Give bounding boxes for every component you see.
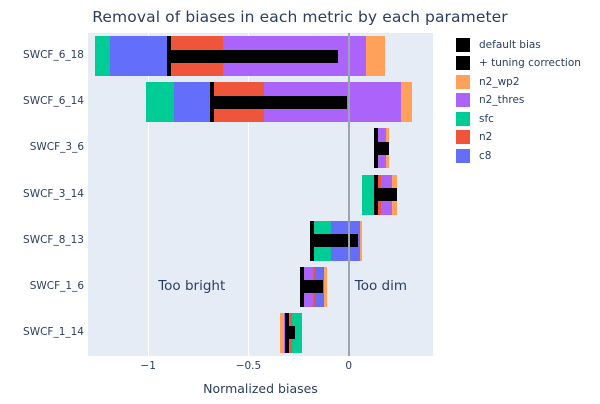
x-gridline	[148, 33, 150, 356]
y-tick-SWCF_6_18: SWCF_6_18	[23, 49, 84, 62]
bar-row	[88, 128, 433, 169]
bar-segment-sfc	[146, 82, 175, 123]
legend-item[interactable]: c8	[456, 147, 596, 165]
zero-line	[347, 33, 350, 356]
legend-swatch-icon	[456, 93, 470, 108]
legend-label: + tuning correction	[479, 57, 581, 70]
x-tick-1: −0.5	[235, 360, 262, 372]
tuning-correction-bar	[286, 326, 295, 340]
bar-row	[88, 220, 433, 261]
legend-item[interactable]: sfc	[456, 110, 596, 128]
bar-segment-sfc	[291, 312, 302, 353]
x-axis-title: Normalized biases	[203, 381, 318, 396]
legend-label: sfc	[479, 112, 494, 125]
bar-row	[88, 36, 433, 77]
tuning-correction-bar	[375, 188, 397, 201]
bar-segment-n2_wp2	[365, 36, 385, 77]
y-tick-SWCF_3_6: SWCF_3_6	[29, 141, 84, 154]
bar-segment-n2_wp2	[400, 82, 412, 123]
legend-swatch-icon	[456, 130, 470, 145]
x-gridline	[248, 33, 250, 356]
legend-item[interactable]: n2	[456, 129, 596, 147]
chart-legend: default bias + tuning correction n2_wp2 n2_…	[456, 36, 596, 166]
bar-segment-n2_wp2	[279, 312, 284, 353]
bar-segment-n2_wp2	[359, 220, 362, 261]
legend-label: c8	[479, 149, 492, 162]
legend-label: n2_thres	[479, 94, 525, 107]
bar-row	[88, 82, 433, 123]
bar-row	[88, 312, 433, 353]
x-tick-0: −1	[140, 360, 156, 372]
y-tick-SWCF_1_14: SWCF_1_14	[23, 325, 84, 338]
y-tick-SWCF_3_14: SWCF_3_14	[23, 187, 84, 200]
plot-area	[88, 33, 433, 356]
annotation-too-dim: Too dim	[354, 277, 407, 294]
y-tick-SWCF_1_6: SWCF_1_6	[29, 279, 84, 292]
legend-swatch-icon	[456, 148, 470, 163]
bar-row	[88, 266, 433, 307]
tuning-correction-bar	[375, 141, 389, 155]
bar-row	[88, 174, 433, 215]
tuning-correction-bar	[212, 95, 347, 109]
annotation-too-bright: Too bright	[158, 277, 226, 294]
tuning-correction-bar	[169, 49, 338, 63]
bar-segment-n2_wp2	[324, 266, 327, 307]
x-tick-2: 0	[345, 360, 353, 372]
legend-item[interactable]: n2_wp2	[456, 73, 596, 91]
legend-swatch-icon	[456, 74, 470, 89]
tuning-correction-bar	[311, 234, 358, 248]
bar-segment-sfc	[95, 36, 111, 77]
legend-swatch-icon	[456, 37, 470, 52]
chart-title: Removal of biases in each metric by each…	[92, 8, 508, 26]
legend-label: n2_wp2	[479, 75, 520, 88]
bar-segment-c8	[110, 36, 170, 77]
y-tick-SWCF_8_13: SWCF_8_13	[23, 233, 84, 246]
y-tick-SWCF_6_14: SWCF_6_14	[23, 95, 84, 108]
legend-label: default bias	[479, 38, 541, 51]
legend-item[interactable]: n2_thres	[456, 92, 596, 110]
legend-swatch-icon	[456, 56, 470, 71]
legend-swatch-icon	[456, 111, 470, 126]
bar-segment-sfc	[361, 174, 376, 215]
tuning-correction-bar	[301, 280, 323, 294]
legend-label: n2	[479, 131, 493, 144]
legend-item[interactable]: default bias	[456, 36, 596, 54]
bar-segment-c8	[174, 82, 213, 123]
legend-item[interactable]: + tuning correction	[456, 55, 596, 73]
